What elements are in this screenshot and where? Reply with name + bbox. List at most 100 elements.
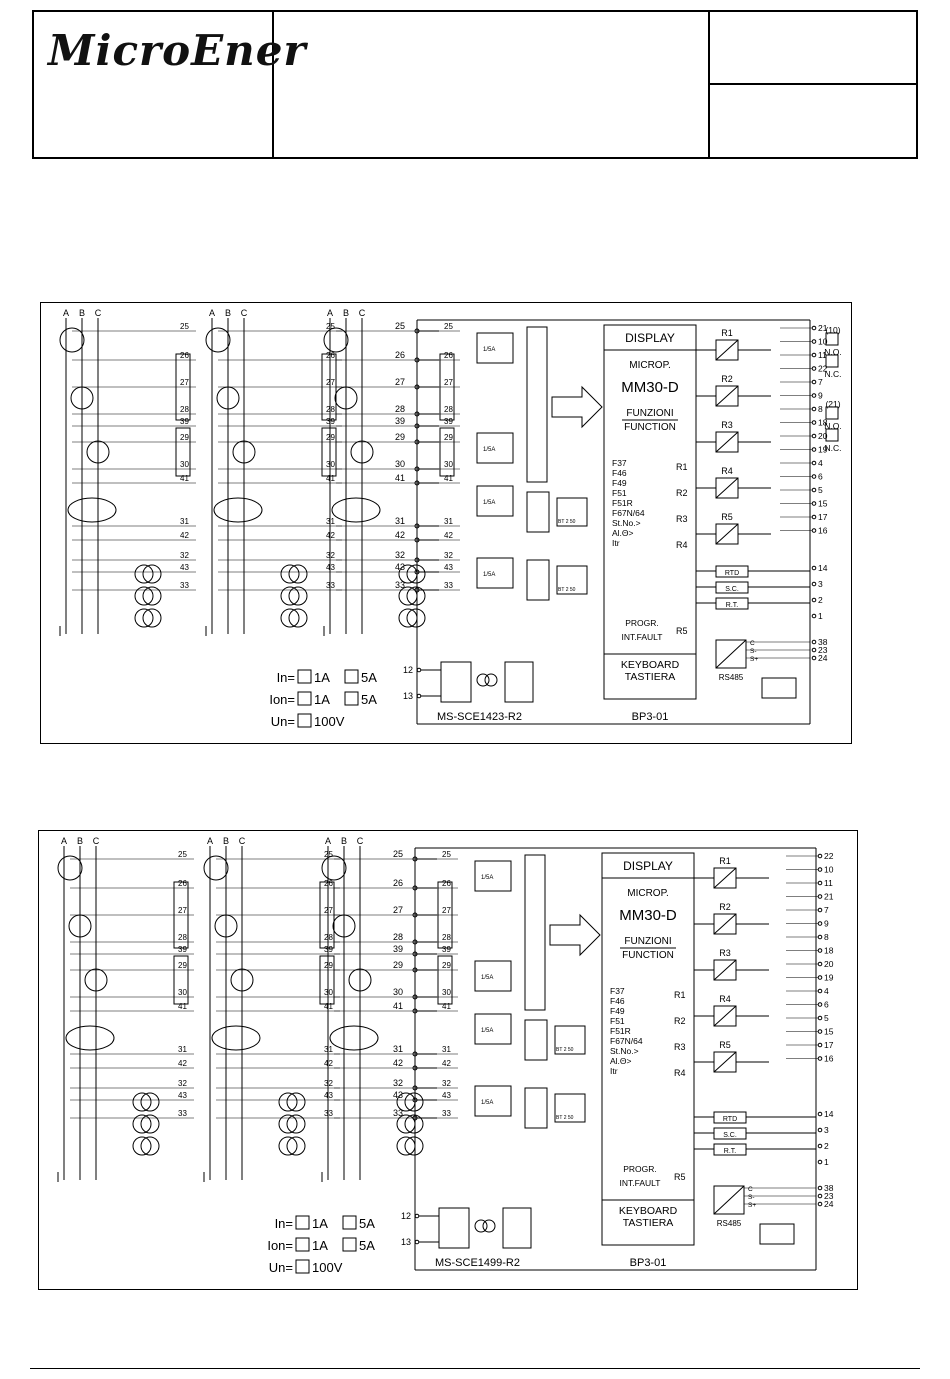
terminal-dot — [817, 1193, 823, 1199]
output-terminal-number: 15 — [824, 1027, 834, 1037]
output-relay-label: R3 — [719, 948, 731, 958]
display-label: DISPLAY — [623, 859, 673, 873]
voltage-transformer-icon — [142, 608, 162, 628]
io-terminal-number: 1 — [824, 1157, 829, 1167]
current-transformer-icon — [321, 855, 347, 881]
terminal-number: 25 — [395, 321, 405, 331]
terminal-number: 43 — [393, 1090, 403, 1100]
adc-box — [526, 491, 550, 533]
io-terminal-number: 2 — [824, 1141, 829, 1151]
output-terminal-number: 9 — [818, 391, 823, 401]
ct-ratio-label: 1/5A — [483, 572, 495, 578]
processor-box — [603, 324, 697, 700]
function-group-label: R5 — [674, 1172, 686, 1182]
terminal-number: 25 — [324, 850, 333, 859]
terminal-dot — [811, 501, 817, 506]
wire — [713, 1185, 745, 1215]
terminal-number: 27 — [395, 377, 405, 387]
comm-pin-label: S+ — [748, 1202, 756, 1209]
comm-pin-label: S+ — [750, 656, 758, 663]
wire — [713, 1005, 737, 1027]
phase-label: A — [327, 308, 333, 318]
function-label: FUNCTION — [622, 950, 674, 961]
terminal-dot — [817, 880, 823, 886]
rating-checkbox — [295, 1237, 310, 1252]
terminal-number: 32 — [326, 551, 335, 560]
terminal-dot — [416, 667, 422, 673]
board-code-label: BP3-01 — [630, 1257, 667, 1269]
title-cell — [274, 12, 710, 157]
terminal-number: 32 — [180, 551, 189, 560]
core-balance-ct-icon — [331, 497, 381, 523]
terminal-number: 39 — [393, 944, 403, 954]
voltage-transformer-icon — [142, 586, 162, 606]
voltage-transformer-icon — [140, 1136, 160, 1156]
ct-ratio-label: 1/5A — [483, 447, 495, 453]
supply-terminal-number: 12 — [401, 1211, 411, 1221]
input-transformer-box — [474, 860, 512, 892]
terminal-dot — [817, 1015, 823, 1021]
filter-label: BT 2 50 — [558, 587, 576, 593]
current-transformer-icon — [84, 968, 108, 992]
terminal-number: 43 — [326, 563, 335, 572]
contact-legend-box — [825, 428, 839, 442]
output-terminal-number: 20 — [824, 959, 834, 969]
voltage-transformer-icon — [406, 586, 426, 606]
intfault-label: INT.FAULT — [620, 1178, 661, 1188]
terminal-number: 27 — [180, 378, 189, 387]
output-terminal-number: 16 — [824, 1054, 834, 1064]
rating-option: 5A — [359, 1216, 375, 1231]
rating-checkbox — [295, 1259, 310, 1274]
ct-ratio-label: 1/5A — [481, 1028, 493, 1034]
wire — [715, 523, 739, 545]
voltage-transformer-icon — [404, 1114, 424, 1134]
adc-box — [524, 1087, 548, 1129]
intfault-label: INT.FAULT — [622, 632, 663, 642]
output-terminal-number: 5 — [818, 485, 823, 495]
terminal-number: 30 — [326, 460, 335, 469]
current-transformer-icon — [348, 968, 372, 992]
tastiera-label: TASTIERA — [625, 671, 676, 683]
io-terminal-number: 3 — [818, 579, 823, 589]
output-terminal-number: 6 — [824, 1000, 829, 1010]
terminal-number: 33 — [444, 581, 453, 590]
terminal-number: 31 — [178, 1045, 187, 1054]
voltage-transformer-icon — [406, 608, 426, 628]
logo-cell: MicroEner — [34, 12, 306, 157]
terminal-number: 41 — [442, 1002, 451, 1011]
terminal-number: 32 — [393, 1078, 403, 1088]
terminal-number: 39 — [324, 945, 333, 954]
terminal-number: 30 — [442, 988, 451, 997]
terminal-number: 27 — [326, 378, 335, 387]
phase-label: A — [209, 308, 215, 318]
terminal-number: 27 — [324, 906, 333, 915]
input-transformer-box — [476, 485, 514, 517]
terminal-number: 25 — [178, 850, 187, 859]
terminal-dot — [811, 474, 817, 479]
terminal-dot — [817, 1002, 823, 1007]
voltage-transformer-icon — [132, 1092, 152, 1112]
protection-function-label: F37 — [612, 458, 627, 468]
terminal-number: 31 — [180, 517, 189, 526]
voltage-transformer-icon — [288, 608, 308, 628]
terminal-dot — [811, 655, 817, 661]
phase-label: B — [77, 836, 83, 846]
supply-terminal-number: 13 — [403, 691, 413, 701]
terminal-dot — [811, 528, 817, 533]
output-terminal-number: 20 — [818, 431, 828, 441]
supply-terminal-number: 13 — [401, 1237, 411, 1247]
terminal-number: 30 — [324, 988, 333, 997]
data-arrow-icon — [549, 913, 601, 957]
current-transformer-icon — [57, 855, 83, 881]
phase-label: A — [61, 836, 67, 846]
diagram-frame — [38, 830, 858, 1290]
terminal-number: 43 — [180, 563, 189, 572]
voltage-transformer-icon — [140, 1092, 160, 1112]
protection-function-label: Itr — [610, 1066, 618, 1076]
terminal-number: 42 — [178, 1059, 187, 1068]
supply-transformer-icon — [476, 673, 490, 687]
terminal-number: 33 — [395, 580, 405, 590]
rating-checkbox — [344, 691, 359, 706]
terminal-number: 26 — [178, 879, 187, 888]
output-terminal-number: 17 — [824, 1040, 834, 1050]
